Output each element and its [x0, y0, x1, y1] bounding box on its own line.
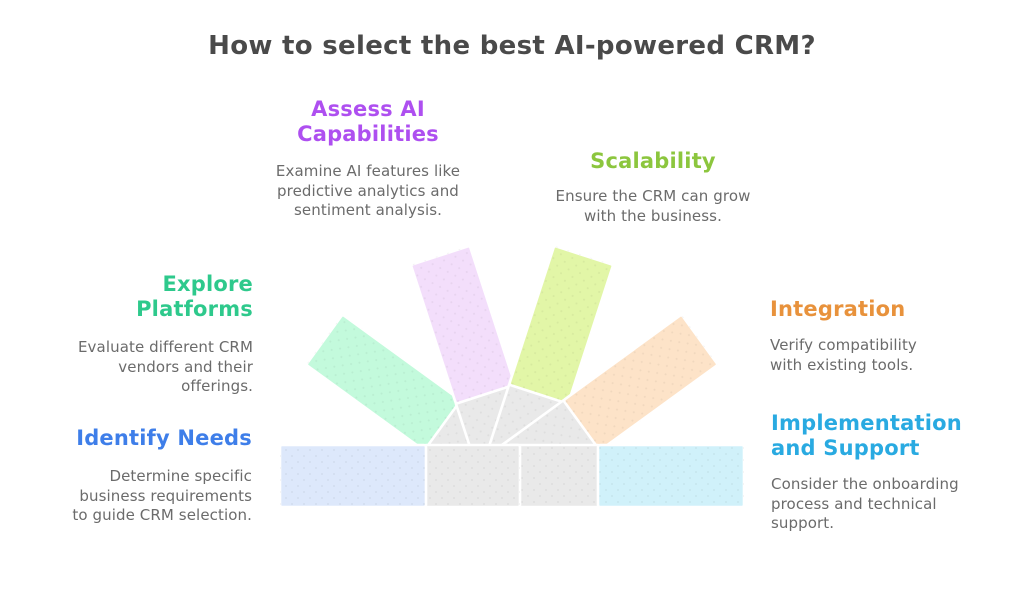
implementation-description: Consider the onboarding process and tech…	[771, 475, 959, 532]
identify-description: Determine specific business requirements…	[72, 467, 252, 524]
fan-card-identify	[278, 443, 522, 509]
assess-heading: Assess AI Capabilities	[297, 97, 439, 146]
section-assess-ai-capabilities: Assess AI Capabilities Examine AI featur…	[255, 97, 481, 221]
section-integration: Integration Verify compatibility with ex…	[770, 297, 992, 375]
implementation-heading: Implementation and Support	[771, 411, 962, 460]
section-explore-platforms: Explore Platforms Evaluate different CRM…	[40, 272, 253, 397]
explore-description: Evaluate different CRM vendors and their…	[77, 338, 253, 395]
page-title: How to select the best AI-powered CRM?	[208, 31, 816, 61]
scalability-heading: Scalability	[590, 149, 716, 173]
section-identify-needs: Identify Needs Determine specific busine…	[40, 426, 252, 526]
scalability-description: Ensure the CRM can grow with the busines…	[555, 187, 751, 225]
explore-heading: Explore Platforms	[136, 272, 253, 321]
identify-heading: Identify Needs	[76, 426, 252, 450]
fan-card-implementation	[502, 443, 746, 509]
integration-heading: Integration	[770, 297, 906, 321]
section-implementation-support: Implementation and Support Consider the …	[771, 411, 991, 534]
section-scalability: Scalability Ensure the CRM can grow with…	[540, 149, 766, 226]
integration-description: Verify compatibility with existing tools…	[770, 336, 917, 374]
assess-description: Examine AI features like predictive anal…	[275, 162, 461, 219]
